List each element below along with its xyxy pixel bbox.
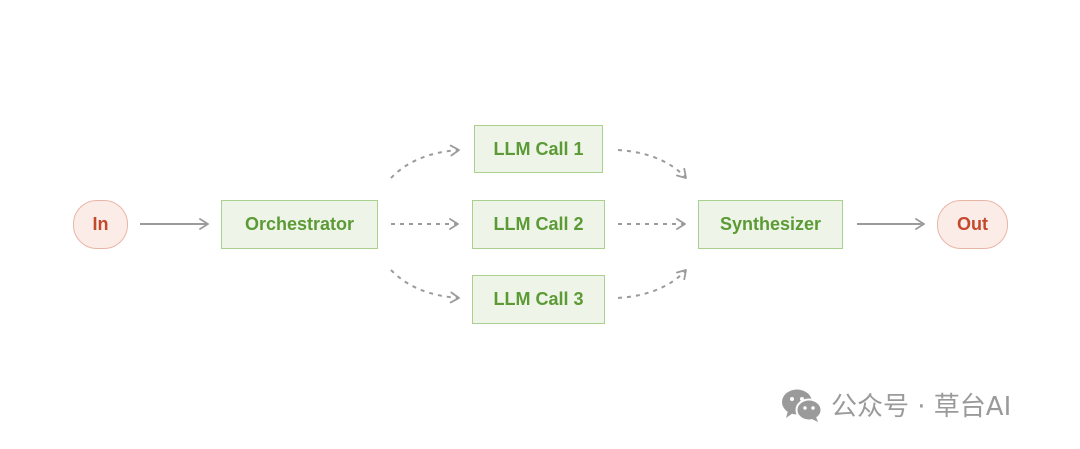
- llm-call-1-node: LLM Call 1: [474, 125, 603, 173]
- orchestrator-node: Orchestrator: [221, 200, 378, 249]
- input-node: In: [73, 200, 128, 249]
- output-node: Out: [937, 200, 1008, 249]
- wechat-icon: [782, 389, 823, 422]
- watermark-text: 公众号 · 草台AI: [831, 392, 1012, 422]
- watermark: 公众号 · 草台AI: [781, 386, 1011, 423]
- arrow-call-1-to-synthesizer: [617, 149, 687, 179]
- arrow-orchestrator-to-call-3: [390, 269, 460, 304]
- arrow-orchestrator-to-call-1: [390, 144, 460, 179]
- llm-call-3-node: LLM Call 3: [472, 275, 605, 324]
- synthesizer-node: Synthesizer: [698, 200, 843, 249]
- arrow-call-3-to-synthesizer: [617, 269, 687, 299]
- llm-call-2-node: LLM Call 2: [472, 200, 605, 249]
